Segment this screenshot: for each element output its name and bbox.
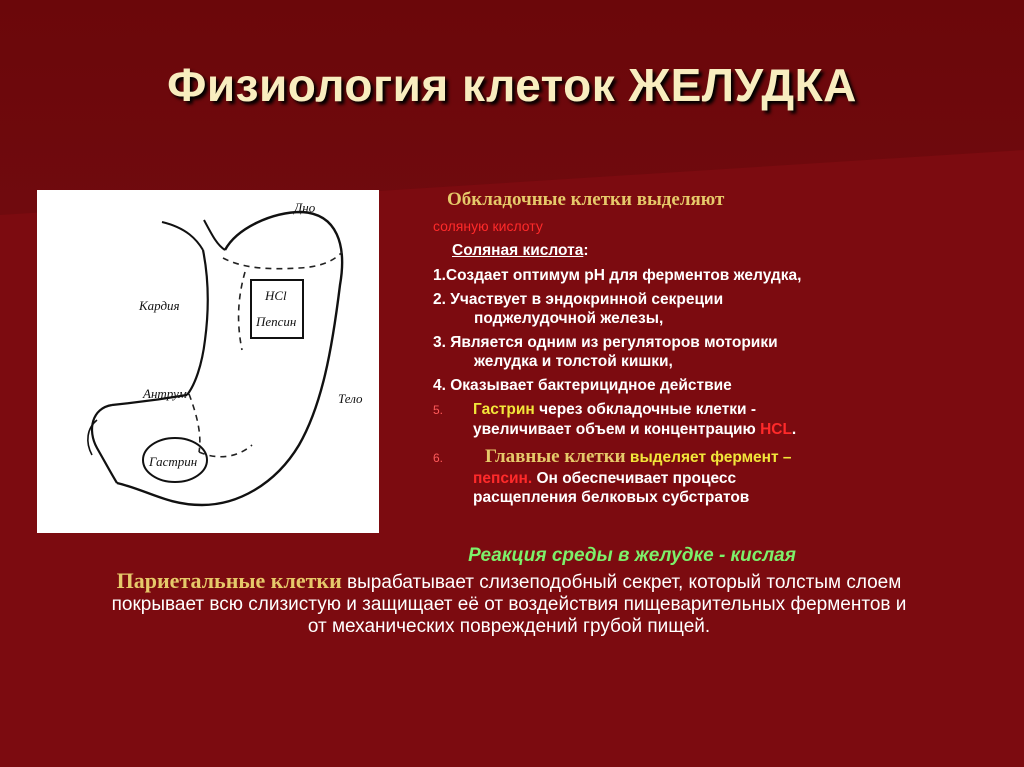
label-telo: Тело (338, 391, 363, 406)
reaction-statement: Реакция среды в желудке - кислая (468, 545, 796, 566)
item-6b-rest: Он обеспечивает процесс (532, 470, 737, 487)
stomach-drawing: Дно Кардия НСl Пепсин Антрум Тело Гастри… (87, 200, 363, 507)
item-1: 1.Создает оптимум рН для ферментов желуд… (433, 267, 802, 284)
hcl-subheading-text: Соляная кислота (452, 242, 584, 259)
hcl-subheading: Соляная кислота: (452, 241, 589, 261)
item-5-rest: через обкладочные клетки - (534, 401, 757, 418)
item-2b: поджелудочной железы, (474, 310, 664, 327)
item-4: 4. Оказывает бактерицидное действие (433, 377, 732, 394)
paragraph-line2: покрывает всю слизистую и защищает её от… (111, 594, 907, 615)
paragraph-line3: от механических повреждений грубой пищей… (307, 616, 711, 637)
item-5b-dot: . (791, 421, 797, 438)
item-6-number: 6. (433, 451, 444, 465)
label-dno: Дно (292, 200, 316, 215)
label-pepsin: Пепсин (255, 314, 296, 329)
hcl-word: HCL (760, 421, 792, 438)
label-gastrin: Гастрин (148, 454, 197, 469)
item-5-number: 5. (433, 403, 444, 417)
parietal-cells-heading: Обкладочные клетки выделяют (447, 189, 725, 210)
stomach-diagram: Дно Кардия НСl Пепсин Антрум Тело Гастри… (37, 190, 379, 533)
item-5a: 5. Гастрин через обкладочные клетки - (433, 400, 756, 420)
pepsin-word: пепсин. (473, 470, 533, 487)
slide-title: Физиология клеток ЖЕЛУДКА (167, 59, 857, 111)
label-antrum: Антрум (142, 386, 187, 401)
paragraph-line1: вырабатывает слизеподобный секрет, котор… (341, 572, 902, 593)
item-6c: расщепления белковых субстратов (473, 489, 750, 506)
item-5b: увеличивает объем и концентрацию HCL. (473, 420, 796, 440)
hcl-colon: : (583, 242, 589, 259)
item-6-rest: выделяет фермент – (625, 449, 792, 466)
item-2a: 2. Участвует в эндокринной секреции (433, 291, 724, 308)
chief-cells-word: Главные клетки (485, 446, 626, 467)
gastrin-word: Гастрин (473, 401, 535, 418)
label-hcl: НСl (264, 288, 287, 303)
hydrochloric-acid-red: соляную кислоту (433, 218, 543, 234)
item-6a: 6. Главные клетки выделяет фермент – (433, 447, 792, 468)
paragraph-lead: Париетальные клетки (116, 568, 342, 593)
parietal-paragraph: Париетальные клетки вырабатывает слизепо… (14, 570, 1004, 638)
item-3b: желудка и толстой кишки, (474, 353, 673, 370)
item-6b: пепсин. Он обеспечивает процесс (473, 469, 736, 489)
item-5b-text: увеличивает объем и концентрацию (473, 421, 761, 438)
item-3a: 3. Является одним из регуляторов моторик… (433, 334, 778, 351)
label-kardia: Кардия (138, 298, 180, 313)
